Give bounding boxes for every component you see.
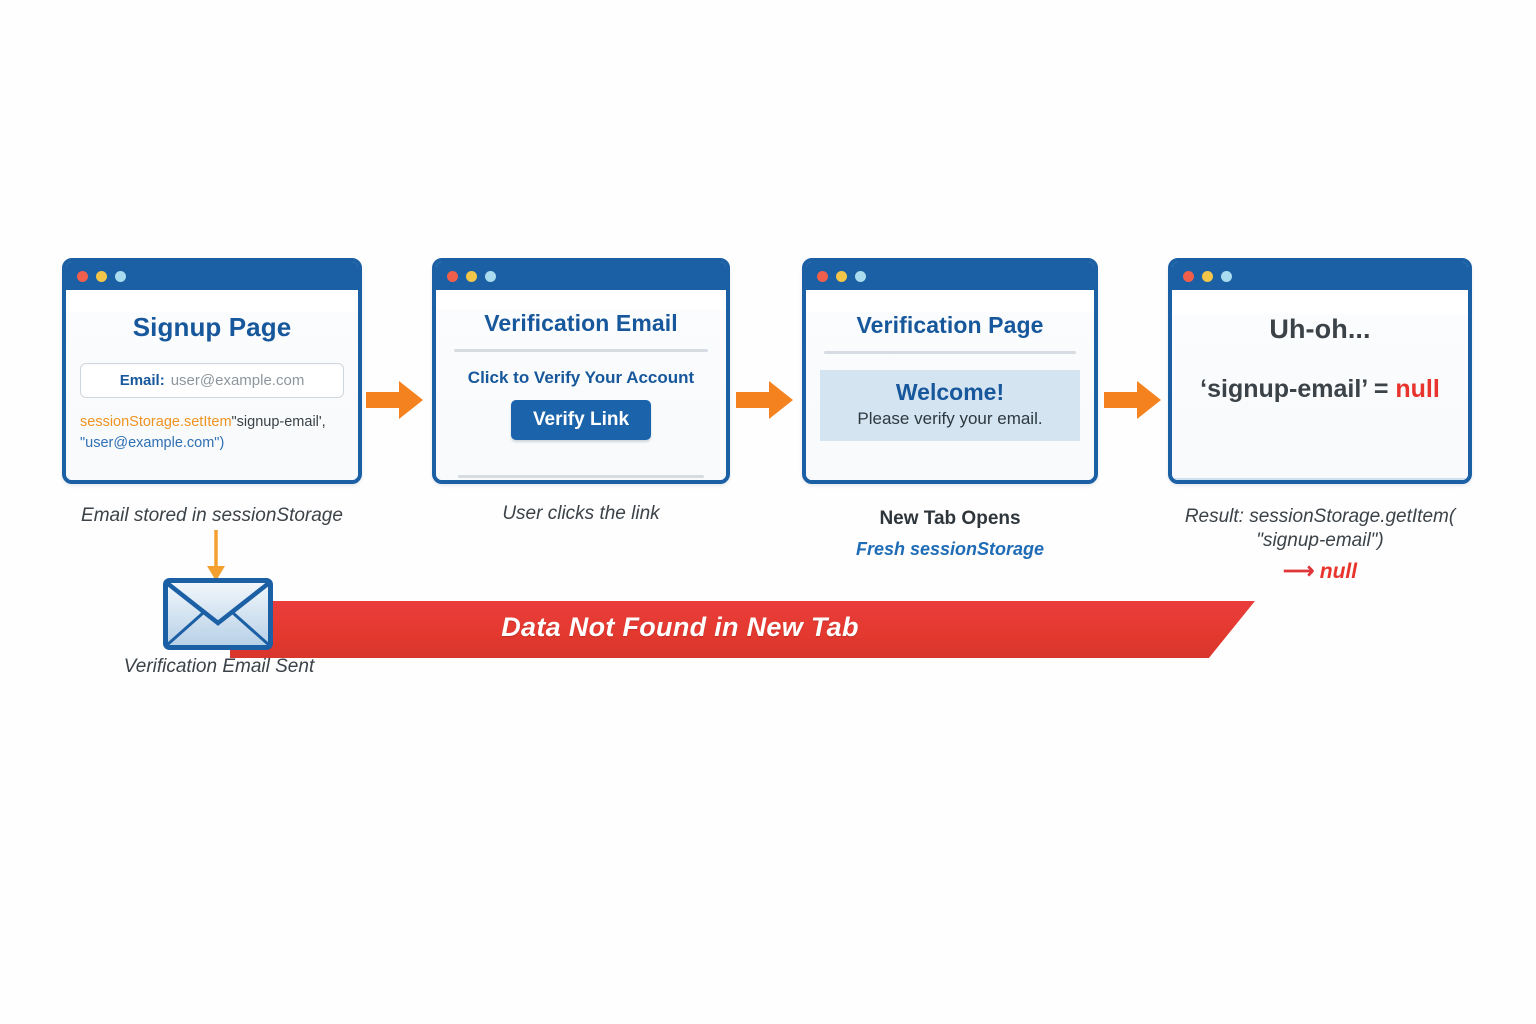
caption-line-primary: New Tab Opens xyxy=(879,508,1021,529)
page-title: Verification Page xyxy=(856,312,1044,338)
window-dot-red-icon xyxy=(817,270,828,282)
browser-window-verification-page: Verification Page Welcome! Please verify… xyxy=(802,258,1098,484)
caption-result: Result: sessionStorage.getItem( "signup-… xyxy=(1148,505,1492,584)
alert-banner xyxy=(230,601,1255,658)
email-field-value: user@example.com xyxy=(170,372,305,389)
code-function: sessionStorage.setItem xyxy=(80,414,232,430)
window-dot-yellow-icon xyxy=(836,270,847,282)
code-arg-key: "signup-email', xyxy=(231,414,326,430)
divider xyxy=(454,349,708,352)
window-dot-red-icon xyxy=(1183,270,1194,282)
welcome-heading: Welcome! xyxy=(895,379,1005,405)
window-dot-yellow-icon xyxy=(96,270,107,282)
alert-banner-text: Data Not Found in New Tab xyxy=(501,612,859,642)
page-title: Uh-oh... xyxy=(1269,314,1371,344)
email-field-label: Email: xyxy=(119,372,165,389)
browser-window-result: Uh-oh... ‘signup-email’ = null xyxy=(1168,258,1472,484)
envelope-icon xyxy=(163,578,273,650)
window-dot-blue-icon xyxy=(855,270,866,282)
titlebar xyxy=(806,262,1094,290)
email-field[interactable]: Email: user@example.com xyxy=(80,363,344,398)
window-status-strip xyxy=(1172,478,1468,480)
caption-line-result: ⟶ null xyxy=(1148,558,1492,584)
flow-arrow-right-icon xyxy=(1104,380,1162,420)
caption-line-secondary: Fresh sessionStorage xyxy=(855,539,1045,559)
window-dot-red-icon xyxy=(77,270,88,282)
welcome-subtext: Please verify your email. xyxy=(857,409,1043,429)
result-value: null xyxy=(1395,375,1440,403)
caption-line-primary: Result: sessionStorage.getItem( xyxy=(1184,506,1456,527)
window-dot-blue-icon xyxy=(115,270,126,282)
page-title: Signup Page xyxy=(132,312,292,342)
result-key: ‘signup-email’ = xyxy=(1200,375,1396,403)
window-content: Uh-oh... ‘signup-email’ = null xyxy=(1172,314,1468,480)
divider-bottom xyxy=(458,475,704,478)
caption-null-value: null xyxy=(1319,559,1358,583)
call-to-action-text: Click to Verify Your Account xyxy=(467,368,695,387)
window-content: Verification Email Click to Verify Your … xyxy=(436,310,726,480)
flow-arrow-right-icon xyxy=(736,380,794,420)
caption-line-secondary: "signup-email") xyxy=(1256,529,1384,551)
caption-verification-page: New Tab Opens Fresh sessionStorage xyxy=(802,508,1098,560)
window-content: Signup Page Email: user@example.com sess… xyxy=(66,312,358,480)
envelope-caption: Verification Email Sent xyxy=(123,656,315,677)
window-content: Verification Page Welcome! Please verify… xyxy=(806,312,1094,480)
long-arrow-right-icon: ⟶ xyxy=(1282,557,1315,583)
flow-arrow-right-icon xyxy=(366,380,424,420)
titlebar xyxy=(436,262,726,290)
result-expression: ‘signup-email’ = null xyxy=(1186,375,1454,404)
caption-signup-page: Email stored in sessionStorage xyxy=(81,505,343,526)
divider xyxy=(824,351,1076,354)
titlebar xyxy=(1172,262,1468,290)
code-snippet: sessionStorage.setItem"signup-email', "u… xyxy=(80,412,344,454)
window-dot-yellow-icon xyxy=(1202,270,1213,282)
browser-window-signup-page: Signup Page Email: user@example.com sess… xyxy=(62,258,362,484)
caption-verification-email: User clicks the link xyxy=(502,503,660,524)
window-dot-blue-icon xyxy=(1221,270,1232,282)
arrow-down-icon xyxy=(196,530,236,582)
welcome-banner: Welcome! Please verify your email. xyxy=(820,370,1080,442)
browser-window-verification-email: Verification Email Click to Verify Your … xyxy=(432,258,730,484)
window-dot-red-icon xyxy=(447,270,458,282)
titlebar xyxy=(66,262,358,290)
verify-link-button[interactable]: Verify Link xyxy=(510,400,652,440)
window-dot-yellow-icon xyxy=(466,270,477,282)
window-dot-blue-icon xyxy=(485,270,496,282)
code-arg-value: "user@example.com") xyxy=(80,435,225,452)
page-title: Verification Email xyxy=(484,310,678,336)
